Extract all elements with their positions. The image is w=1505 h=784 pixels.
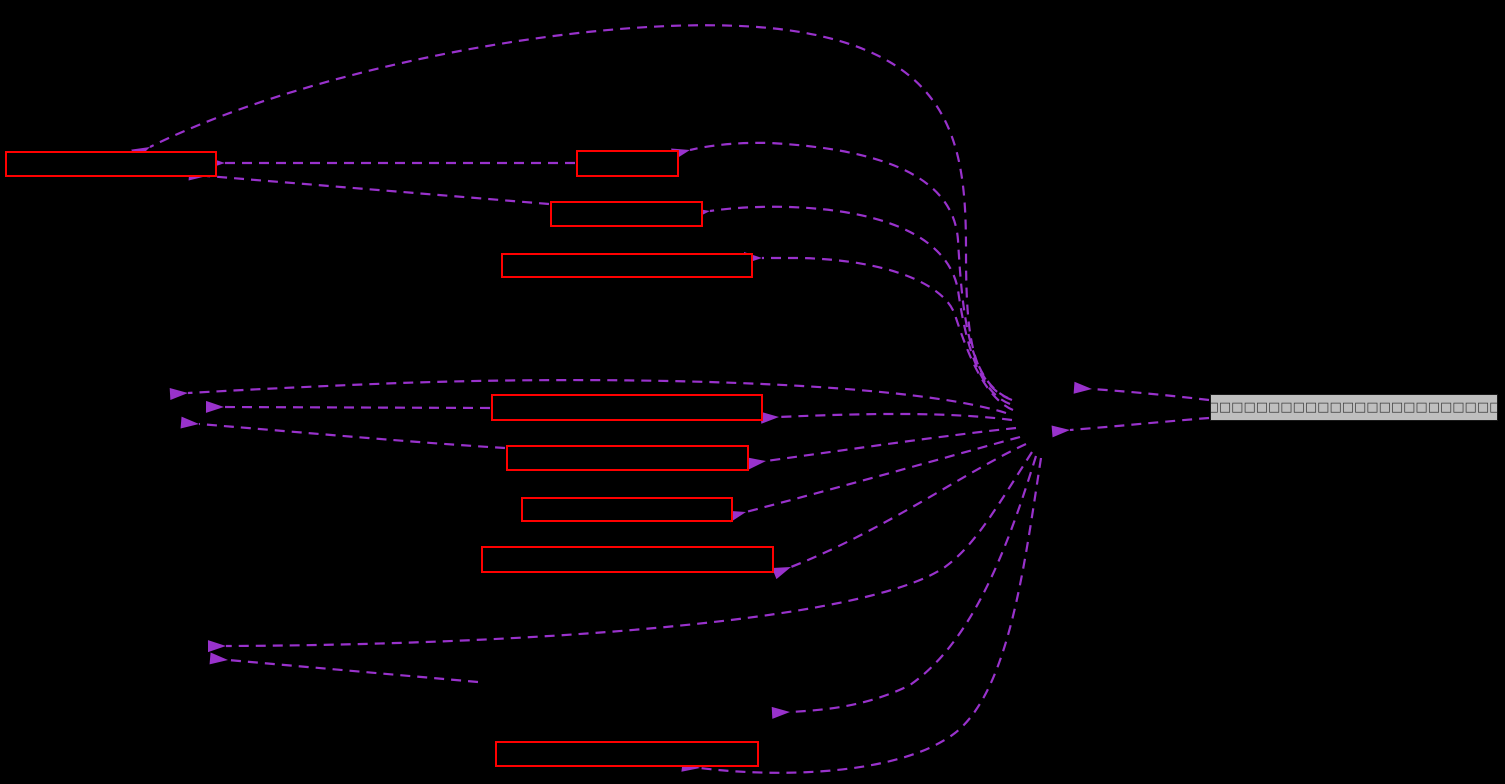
edge-node-e-to-left-target-2 — [205, 400, 491, 413]
graph-node-grayed-right: □□□□□□□□□□□□□□□□□□□□□□□□□□ — [1210, 394, 1498, 421]
graph-node-bottom[interactable] — [495, 741, 759, 767]
graph-node-small-upper[interactable] — [576, 150, 679, 177]
edge-hub-to-bottom-left-target-1 — [207, 451, 1033, 653]
edge-node-c-to-node-a — [188, 168, 550, 206]
edge-hub-to-node-b — [671, 141, 1009, 400]
edge-hub-to-node-g — [727, 435, 1021, 523]
graph-node-middle-3[interactable] — [521, 497, 733, 522]
edge-hub-to-node-c — [691, 205, 1011, 406]
edge-hub-to-node-e — [760, 411, 1013, 424]
edge-hub-to-node-f — [747, 426, 1017, 470]
edge-hub-to-node-d — [744, 252, 1014, 412]
graph-node-top-left[interactable] — [5, 151, 217, 177]
edge-hidden-node-to-bottom-left-target-2 — [209, 652, 479, 684]
graph-node-middle-1[interactable] — [491, 394, 763, 421]
edge-hub-to-bottom-target — [771, 455, 1038, 719]
graph-node-middle-4[interactable] — [481, 546, 774, 573]
graph-node-wide-upper[interactable] — [501, 253, 753, 278]
edge-node-f-to-left-target-3 — [180, 416, 506, 450]
edge-gray-node-to-hub-lower — [1051, 416, 1210, 438]
edge-hub-to-node-a-arc — [131, 24, 1013, 402]
edge-hub-to-node-i — [681, 457, 1043, 774]
edge-gray-node-to-hub-upper — [1073, 381, 1210, 402]
graph-node-medium-upper[interactable] — [550, 201, 703, 227]
grayed-node-label: □□□□□□□□□□□□□□□□□□□□□□□□□□ — [1210, 400, 1498, 415]
edge-hub-to-node-h — [772, 443, 1027, 580]
graph-node-middle-2[interactable] — [506, 445, 749, 471]
